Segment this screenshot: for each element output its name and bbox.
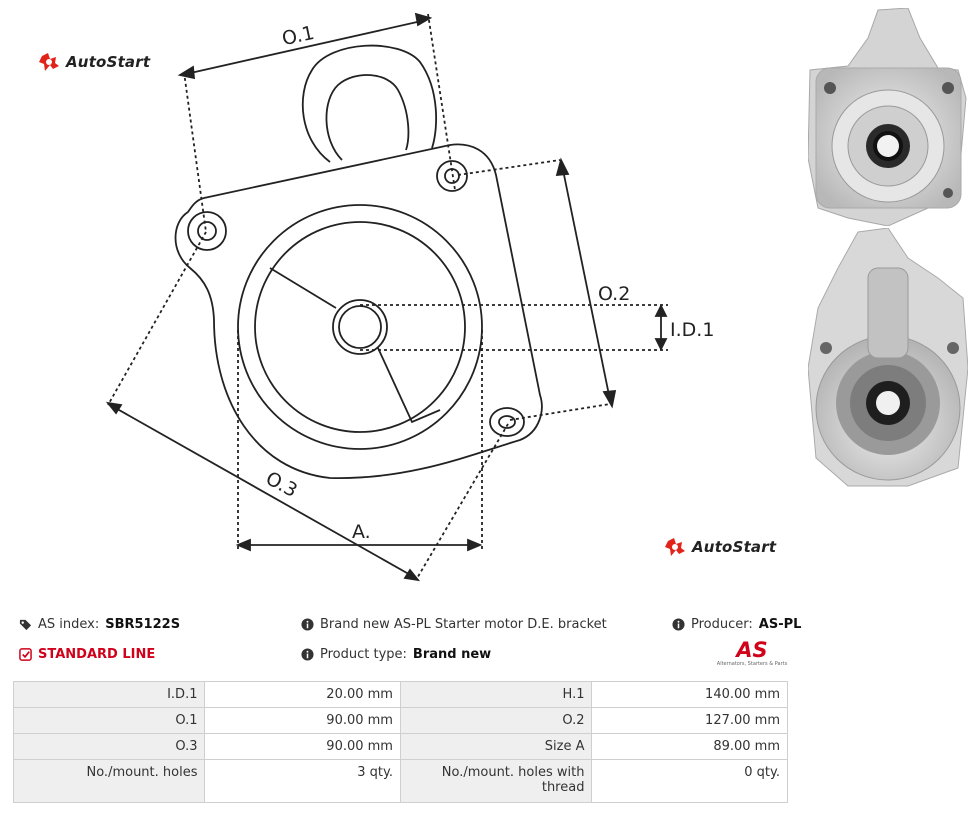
check-square-icon: [19, 648, 32, 661]
label-id1: I.D.1: [670, 319, 714, 341]
producer-row: Producer: AS-PL: [672, 617, 801, 632]
autostart-logo-bottom: AutoStart: [664, 536, 776, 558]
spec-key: H.1: [399, 681, 593, 708]
spec-table: I.D.1 20.00 mm H.1 140.00 mm O.1 90.00 m…: [12, 681, 788, 803]
as-pl-logo-mark: AS: [736, 638, 768, 662]
autostart-logo-icon: [39, 53, 59, 71]
table-row: O.3 90.00 mm Size A 89.00 mm: [12, 733, 788, 760]
description-text: Brand new AS-PL Starter motor D.E. brack…: [320, 617, 607, 632]
autostart-logo-icon: [665, 538, 685, 556]
label-o3: O.3: [262, 467, 301, 502]
product-type-row: Product type: Brand new: [301, 647, 491, 662]
producer-value: AS-PL: [758, 617, 802, 632]
spec-value: 0 qty.: [591, 759, 788, 803]
tags-icon: [19, 619, 32, 631]
mount-hole-top-right: [436, 160, 468, 192]
bracket-front-photo[interactable]: [808, 8, 968, 226]
spec-value: 89.00 mm: [591, 733, 788, 760]
bracket-top-tab-inner: [325, 74, 410, 161]
as-index-value: SBR5122S: [105, 617, 181, 632]
info-circle-icon: [301, 648, 314, 661]
as-index-row: AS index: SBR5122S: [19, 617, 180, 632]
mount-hole-left: [187, 211, 227, 251]
description-row: Brand new AS-PL Starter motor D.E. brack…: [301, 617, 607, 632]
info-circle-icon: [672, 618, 685, 631]
as-index-label: AS index:: [38, 617, 100, 632]
table-row: I.D.1 20.00 mm H.1 140.00 mm: [12, 681, 788, 708]
technical-drawing: O.1 O.2 I.D.1 O.3 A.: [105, 12, 714, 582]
spec-value: 90.00 mm: [204, 707, 401, 734]
spec-value: 20.00 mm: [204, 681, 401, 708]
spec-key: I.D.1: [12, 681, 206, 708]
label-o2: O.2: [598, 283, 630, 305]
spec-key: O.3: [12, 733, 206, 760]
bore-shaft: [332, 299, 388, 355]
spec-key: No./mount. holes with thread: [399, 759, 593, 803]
as-pl-logo: AS Alternators, Starters & Parts: [716, 640, 788, 668]
bore-inner: [254, 221, 466, 433]
as-pl-logo-sub: Alternators, Starters & Parts: [716, 661, 788, 667]
spec-value: 3 qty.: [204, 759, 401, 803]
bore-outer: [237, 204, 483, 450]
spec-value: 140.00 mm: [591, 681, 788, 708]
standard-line-badge: STANDARD LINE: [19, 647, 155, 662]
label-a: A.: [352, 521, 371, 543]
bracket-top-tab: [301, 44, 438, 163]
spec-value: 127.00 mm: [591, 707, 788, 734]
product-type-label: Product type:: [320, 647, 407, 662]
mount-hole-bottom-right: [489, 407, 525, 437]
bracket-rear-photo[interactable]: [808, 228, 968, 490]
logo-text: AutoStart: [692, 538, 777, 556]
standard-line-text: STANDARD LINE: [38, 647, 156, 662]
table-row: No./mount. holes 3 qty. No./mount. holes…: [12, 759, 788, 803]
bracket-flange-outline: [174, 143, 543, 479]
product-type-value: Brand new: [412, 647, 492, 662]
cutaway-sector: [269, 267, 441, 424]
spec-key: O.2: [399, 707, 593, 734]
autostart-logo-top: AutoStart: [38, 51, 150, 73]
logo-text: AutoStart: [66, 53, 151, 71]
info-circle-icon: [301, 618, 314, 631]
spec-key: No./mount. holes: [12, 759, 206, 803]
producer-label: Producer:: [691, 617, 753, 632]
spec-key: O.1: [12, 707, 206, 734]
table-row: O.1 90.00 mm O.2 127.00 mm: [12, 707, 788, 734]
spec-value: 90.00 mm: [204, 733, 401, 760]
spec-key: Size A: [399, 733, 593, 760]
